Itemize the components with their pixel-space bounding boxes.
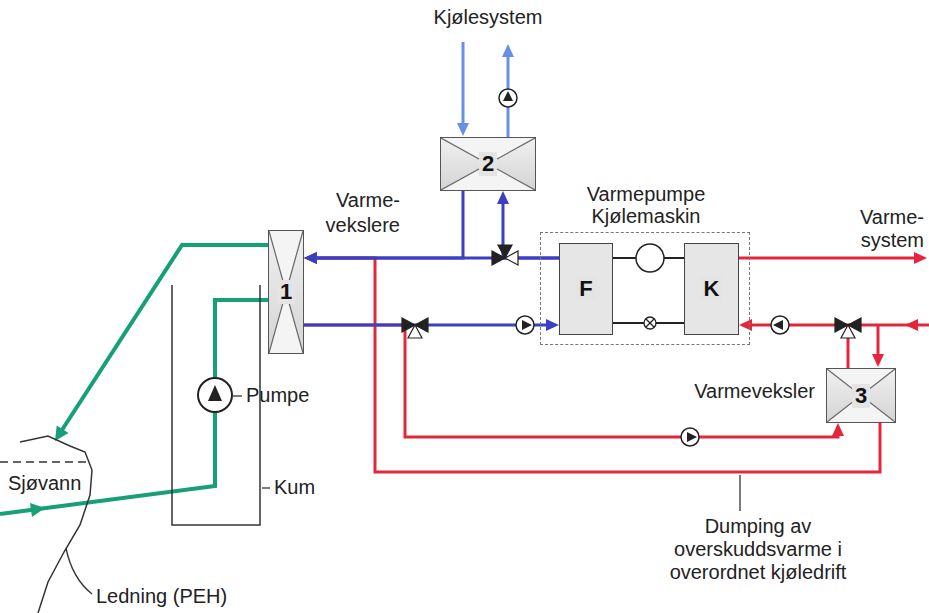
seawater-pipes xyxy=(55,426,69,442)
part-label: Ledning (PEH) xyxy=(96,585,256,608)
exchanger-diagonal xyxy=(269,231,303,353)
arrow-head xyxy=(832,423,844,436)
pump-symbol xyxy=(522,320,532,330)
component-box: K xyxy=(684,243,739,335)
arrow-head xyxy=(304,252,317,264)
three-way-valve xyxy=(841,325,855,338)
callout-number: 3 xyxy=(852,384,870,408)
exchanger-diagonal xyxy=(827,369,895,422)
expansion-valve-symbol xyxy=(646,319,654,327)
pipe-connector xyxy=(304,252,880,472)
seawater-pipes xyxy=(0,412,215,514)
pipe-connector xyxy=(304,325,844,437)
leader-lines xyxy=(66,548,92,594)
exchanger-diagonal xyxy=(441,138,535,190)
heat-exchanger: 1 xyxy=(268,230,304,354)
pipe-connector xyxy=(304,252,559,264)
cooling-pipes xyxy=(462,42,465,124)
pump-symbol xyxy=(198,378,232,412)
expansion-valve-symbol xyxy=(646,319,654,327)
pump-symbol xyxy=(687,432,697,442)
heat-exchanger: 3 xyxy=(826,368,896,423)
arrow-head xyxy=(304,252,317,264)
pump-symbol xyxy=(516,316,534,334)
arrow-head xyxy=(497,191,509,204)
pipe-line xyxy=(304,325,838,437)
seawater-pipes xyxy=(30,503,45,517)
arrow-head xyxy=(739,319,752,331)
seawater-pipes xyxy=(62,245,268,430)
shore xyxy=(0,461,88,463)
system-label: Varme- system xyxy=(850,206,924,252)
system-label: Kjølesystem xyxy=(388,6,588,29)
leader-lines xyxy=(233,395,242,396)
arrow-head xyxy=(546,319,559,331)
cooling-pipes xyxy=(502,44,514,57)
three-way-valve xyxy=(498,245,512,258)
arrow-head xyxy=(304,252,317,264)
callout-label: Varmeveksler xyxy=(675,380,815,403)
callout-number: 1 xyxy=(277,280,295,304)
exchanger-diagonal xyxy=(269,231,303,353)
part-label: Pumpe xyxy=(246,384,336,407)
component-letter: K xyxy=(701,277,723,301)
pipe-line xyxy=(317,257,559,260)
callout-label: Varme- vekslere xyxy=(305,188,400,238)
three-way-valve xyxy=(402,245,861,338)
note-label: Dumping av overskuddsvarme i overordnet … xyxy=(648,515,868,584)
group-heading: Varmepumpe Kjølemaskin xyxy=(566,183,726,227)
pump-symbol xyxy=(773,320,783,330)
callout-number: 2 xyxy=(479,152,497,176)
exchanger-diagonal xyxy=(441,138,535,190)
heat-exchanger: 2 xyxy=(440,137,536,191)
part-label: Kum xyxy=(274,476,334,499)
heating-pipes xyxy=(914,252,927,264)
pump-symbol xyxy=(771,316,789,334)
pipe-line xyxy=(503,204,559,258)
leader-lines xyxy=(262,487,270,488)
expansion-valve-symbol xyxy=(644,317,656,329)
pump-symbol xyxy=(503,91,513,101)
component-letter: F xyxy=(576,277,595,301)
pump-symbol xyxy=(499,89,517,107)
heat-pump-group: Varmepumpe KjølemaskinFK xyxy=(540,232,750,345)
compressor-symbol xyxy=(636,244,664,272)
seawater-pipes xyxy=(0,245,268,517)
compressor-symbol xyxy=(636,244,664,272)
pipe-connector xyxy=(739,319,848,368)
heating-pipes xyxy=(905,319,918,331)
cooling-pipes xyxy=(457,123,469,136)
pipe-connector xyxy=(497,191,559,258)
shore xyxy=(0,436,92,613)
pump-symbol xyxy=(681,428,699,446)
shore xyxy=(20,436,92,613)
three-way-valve xyxy=(408,325,422,338)
exchanger-diagonal xyxy=(827,369,895,422)
pump-symbol xyxy=(208,385,222,401)
pipe-line xyxy=(752,325,848,368)
expansion-valve-symbol xyxy=(644,317,656,329)
water-label: Sjøvann xyxy=(8,472,88,495)
component-box: F xyxy=(559,243,613,335)
heating-pipes xyxy=(738,257,916,260)
leader-lines xyxy=(66,396,740,594)
heating-pipes xyxy=(872,354,884,367)
heating-pipes xyxy=(738,252,929,367)
heating-pipes xyxy=(877,325,880,356)
leader-lines xyxy=(739,475,740,511)
